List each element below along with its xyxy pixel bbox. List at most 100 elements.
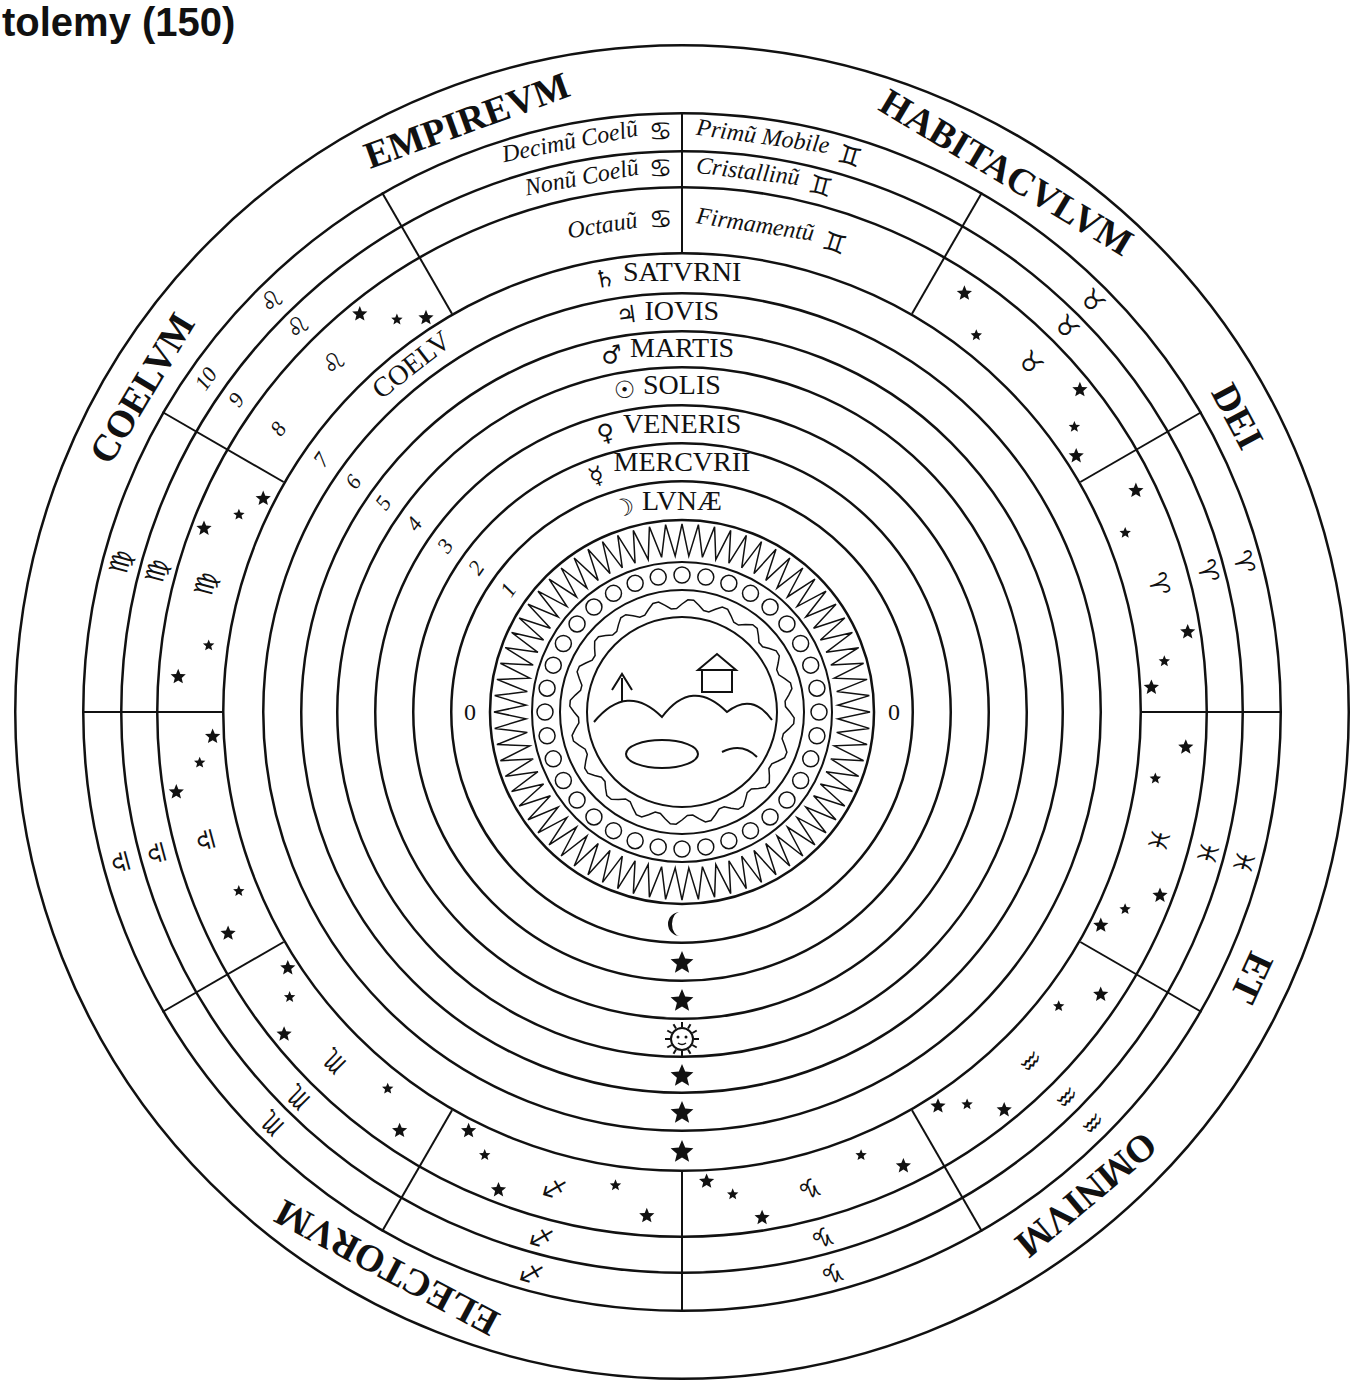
planet-symbol: ♃ <box>614 299 639 330</box>
zodiac-symbol: ♎︎ <box>139 838 174 868</box>
sphere-name: Cristallinũ <box>695 152 802 191</box>
zodiac-divider <box>681 112 683 252</box>
zodiac-divider <box>162 412 283 482</box>
zodiac-symbol: ♑︎ <box>808 1220 838 1255</box>
sun-ray <box>674 1049 677 1053</box>
planet-star <box>671 951 694 973</box>
planet-symbol: ♀ <box>593 417 617 449</box>
sphere-ring: SATVRNIIOVISMARTISSOLISVENERISMERCVRIILV… <box>222 252 1142 1172</box>
heaven-word: DEI <box>1203 376 1274 456</box>
fixed-star <box>479 1149 490 1160</box>
zodiac-symbol: ♌︎ <box>315 345 353 383</box>
fixed-star <box>639 1208 654 1222</box>
sphere-name: SOLIS <box>643 369 721 401</box>
zodiac-divider <box>1142 711 1282 713</box>
zodiac-symbol: ♐︎ <box>539 1171 569 1206</box>
zodiac-symbol: ♍︎ <box>103 546 138 576</box>
fixed-star <box>277 1026 292 1041</box>
air-cloud <box>606 823 622 839</box>
sphere-circle <box>451 481 913 943</box>
air-sphere <box>532 562 832 862</box>
sphere-outline <box>14 44 1350 1380</box>
planet-symbol: ♄ <box>592 263 618 294</box>
sphere-ring: IOVISMARTISSOLISVENERISMERCVRIILVNÆ <box>262 292 1102 1132</box>
fixed-star <box>997 1102 1012 1117</box>
planet-symbol: ☿ <box>585 460 608 491</box>
air-cloud <box>721 575 737 591</box>
fixed-star <box>610 1179 621 1190</box>
sphere-circle <box>157 187 1207 1237</box>
zodiac-symbol: ♒︎ <box>1012 1042 1050 1080</box>
fixed-star <box>196 521 211 536</box>
air-cloud <box>762 809 778 825</box>
zodiac-divider <box>162 942 283 1012</box>
cosmos-drawing <box>82 112 1282 1312</box>
fixed-star <box>1093 917 1108 931</box>
fixed-star <box>1053 1000 1064 1011</box>
air-cloud <box>537 704 553 720</box>
air-cloud <box>793 773 809 789</box>
air-cloud <box>803 751 819 767</box>
fixed-star <box>1159 655 1170 666</box>
fixed-star <box>1093 986 1108 1001</box>
zodiac-divider <box>912 192 982 313</box>
fixed-star <box>391 314 402 325</box>
fixed-star <box>1072 382 1087 397</box>
fixed-star <box>699 1173 714 1187</box>
sphere-number: 1 <box>495 578 523 602</box>
sun-ray <box>688 1024 691 1028</box>
zodiac-symbol: ♊︎ <box>806 168 836 203</box>
zodiac-symbol: ♓︎ <box>1226 847 1261 877</box>
fixed-star <box>1144 679 1159 694</box>
fixed-star <box>1120 527 1131 538</box>
zodiac-symbol: ♈︎ <box>1226 546 1261 576</box>
fixed-star <box>491 1182 506 1197</box>
sun-ray <box>692 1031 696 1034</box>
fixed-star <box>1069 448 1084 463</box>
zodiac-divider <box>681 1172 683 1312</box>
zodiac-symbol: ♑︎ <box>817 1256 847 1291</box>
sphere-circle <box>15 45 1349 1379</box>
sphere-name: MARTIS <box>630 332 734 364</box>
air-cloud <box>698 839 714 855</box>
zodiac-symbol: ♈︎ <box>1190 556 1225 586</box>
sun-ray <box>681 1051 683 1056</box>
air-cloud <box>743 823 759 839</box>
sun-eye <box>685 1036 688 1039</box>
earth-details <box>612 674 757 757</box>
zero-mark: 0 <box>464 699 476 726</box>
sun-eye <box>677 1036 680 1039</box>
zodiac-divider <box>382 192 452 313</box>
sun-ray <box>665 1038 670 1040</box>
zodiac-divider <box>1080 942 1201 1012</box>
sphere-number: 5 <box>370 491 398 515</box>
sphere-number: 4 <box>400 512 428 536</box>
sphere-name: IOVIS <box>645 295 720 327</box>
planet-star <box>671 989 694 1011</box>
zodiac-symbol: ♋︎ <box>648 116 672 147</box>
zero-mark: 0 <box>888 699 900 726</box>
earth-roof <box>698 654 736 670</box>
zodiac-symbol: ♎︎ <box>188 824 223 854</box>
zodiac-divider <box>82 711 222 713</box>
air-cloud <box>545 751 561 767</box>
fixed-star <box>1180 624 1195 639</box>
fixed-star <box>203 640 215 651</box>
fixed-star <box>855 1149 866 1160</box>
fixed-star <box>418 310 433 325</box>
earth-hills <box>594 696 772 722</box>
planet-star <box>671 1101 694 1123</box>
fixed-star <box>284 991 295 1002</box>
fixed-star <box>971 329 982 340</box>
air-cloud <box>762 599 778 615</box>
sun-face <box>671 1028 693 1050</box>
planet-star <box>671 1140 694 1162</box>
sphere-number: 6 <box>340 470 368 494</box>
sphere-circle <box>263 293 1101 1131</box>
zodiac-symbol: ♊︎ <box>834 138 865 173</box>
sphere-ring: LVNÆ <box>450 480 914 944</box>
fixed-star <box>233 885 244 896</box>
zodiac-symbol: ♓︎ <box>1190 838 1225 868</box>
